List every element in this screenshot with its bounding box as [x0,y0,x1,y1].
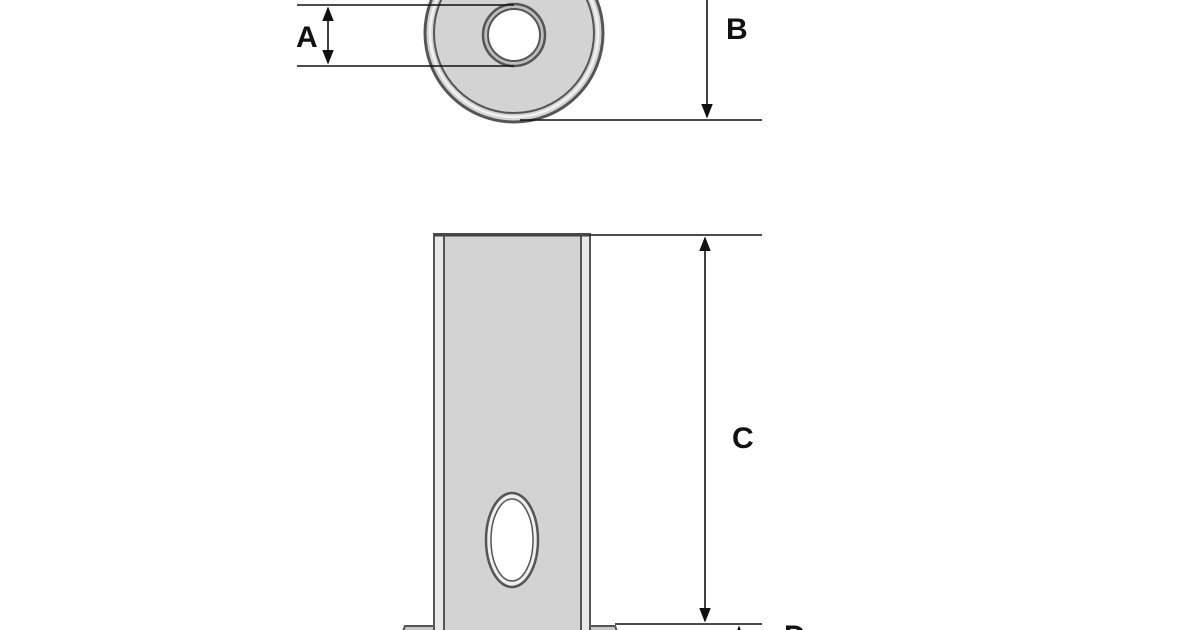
dim-c-label: C [732,422,754,455]
top-view-ring-highlight [428,0,600,119]
top-view-bore-hole [487,8,541,62]
side-view-left-flange [402,625,435,630]
dim-b-label: B [726,13,748,46]
side-view-oval-hole [490,498,534,582]
side-view-right-flange [589,625,618,630]
top-view [423,0,605,124]
dim-d-label: D [784,620,806,630]
dim-a-label: A [296,21,318,54]
side-view-right-wall [580,233,591,630]
dimension-d: D [733,620,806,630]
dimension-c: C [590,234,762,625]
side-view [402,233,618,630]
dimension-a: A [296,4,514,67]
dimension-b: B [520,0,762,121]
side-view-left-wall [433,233,445,630]
